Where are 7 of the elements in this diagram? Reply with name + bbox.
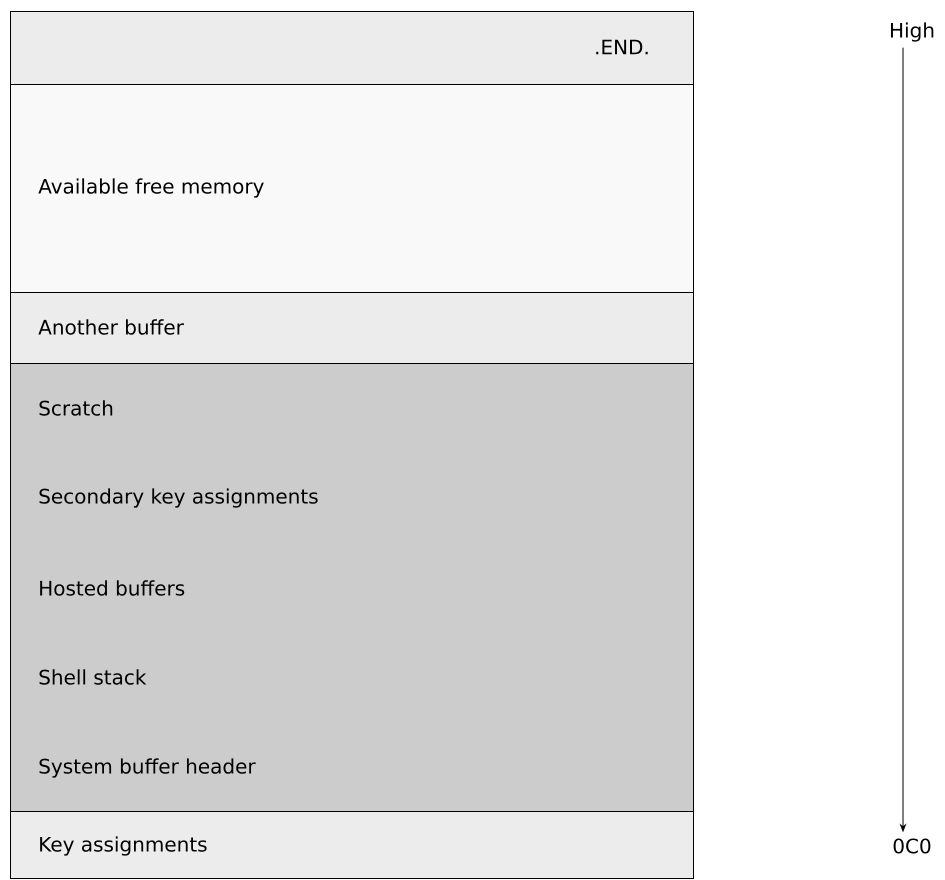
memory-band: Key assignments — [10, 811, 694, 879]
memory-band: .END. — [10, 11, 694, 85]
memory-band: Scratch Secondary key assignments Hosted buffers Shell stack System buffer header — [10, 363, 694, 812]
address-label: 0C0 — [894, 838, 930, 854]
address-label: High — [890, 22, 934, 42]
memory-band: Another buffer — [10, 292, 694, 364]
memory-band: Available free memory — [10, 84, 694, 293]
